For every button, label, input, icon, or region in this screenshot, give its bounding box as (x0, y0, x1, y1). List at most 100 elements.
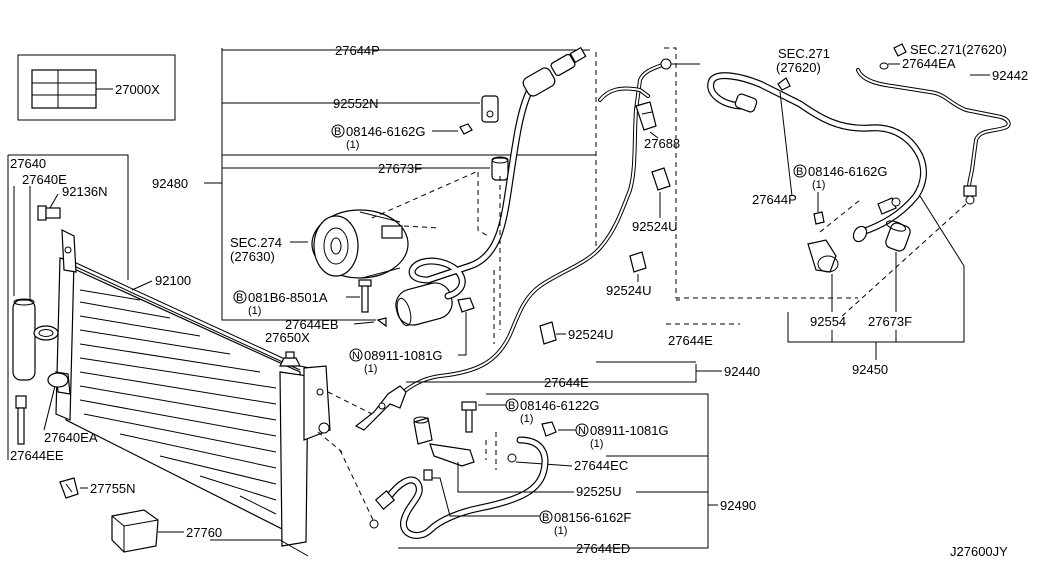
bolt3-code: 08146-6122G (520, 398, 600, 413)
bolt5-code: 08146-6162G (808, 164, 888, 179)
sec271-b-arrow (893, 43, 907, 57)
label-92524U-3: 92524U (568, 327, 614, 342)
bolt-badge-3: B (505, 398, 519, 412)
label-92524U-1: 92524U (632, 219, 678, 234)
group-bracket-92450 (787, 195, 965, 343)
nut1-code: 08911-1081G (364, 348, 443, 363)
label-27644ED: 27644ED (576, 541, 630, 556)
cap-27673F-right (885, 220, 911, 252)
label-plate-box (17, 54, 176, 121)
nut2-code: 08911-1081G (590, 423, 669, 438)
clip-27755N (59, 477, 79, 499)
switch-27760 (111, 509, 159, 553)
bolt-badge-2: B (233, 290, 247, 304)
bolt-4 (423, 469, 433, 481)
block-fitting-1 (354, 385, 407, 431)
clip-92524U-1 (651, 167, 671, 191)
bolt5-qty: (1) (812, 179, 825, 191)
hose-end-cap (852, 225, 868, 243)
bolt-badge-5: B (793, 164, 807, 178)
bolt-1 (459, 123, 473, 135)
bolt-badge-4: B (539, 510, 553, 524)
condenser (47, 229, 331, 547)
liquid-tube-92442 (856, 68, 1011, 192)
label-27673F-top: 27673F (378, 161, 422, 176)
bolt4-qty: (1) (554, 525, 567, 537)
label-27000X: 27000X (115, 82, 160, 97)
label-27673F-right: 27673F (868, 314, 912, 329)
nut-badge-1: N (349, 348, 363, 362)
suction-hose-92450 (707, 72, 927, 236)
svg-text:B: B (542, 512, 549, 524)
clip-92524U-2 (629, 251, 647, 273)
fitting-top-right-1 (660, 58, 700, 70)
label-27640EA: 27640EA (44, 430, 98, 445)
svg-text:B: B (236, 292, 243, 304)
label-27644EB: 27644EB (285, 317, 339, 332)
bolt-3 (461, 401, 477, 433)
hose-fitting-left (734, 93, 758, 113)
label-27650X: 27650X (265, 330, 310, 345)
label-sec274-sub: (27630) (230, 249, 275, 264)
label-27644E-right: 27644E (668, 333, 713, 348)
liquid-line-92440 (378, 62, 666, 410)
label-27644EC: 27644EC (574, 458, 628, 473)
clip-27688 (635, 101, 657, 131)
bolt-2 (358, 279, 372, 313)
label-27640E: 27640E (22, 172, 67, 187)
svg-text:B: B (796, 166, 803, 178)
label-92450: 92450 (852, 362, 888, 377)
nut-badge-2: N (575, 423, 589, 437)
label-27644P-top: 27644P (335, 43, 380, 58)
liquid-tube-fitting (963, 185, 977, 205)
nut1-qty: (1) (364, 363, 377, 375)
pressure-sensor (37, 205, 61, 221)
lower-group-bracket (398, 393, 718, 549)
pipe-fitting-nut1 (457, 297, 475, 313)
bracket-92552N (481, 95, 499, 123)
discharge-fitting (522, 46, 587, 97)
svg-text:B: B (508, 400, 515, 412)
liquid-line-upper (598, 86, 650, 102)
bolt2-qty: (1) (248, 305, 261, 317)
label-92554: 92554 (810, 314, 846, 329)
svg-text:N: N (352, 350, 360, 362)
label-sec271-b: SEC.271(27620) (910, 42, 1007, 57)
suction-muffler (395, 282, 453, 327)
svg-text:B: B (334, 126, 341, 138)
grommet-27650X (279, 351, 301, 367)
label-27644EA: 27644EA (902, 56, 956, 71)
nut2-qty: (1) (590, 438, 603, 450)
diagram-id: J27600JY (950, 544, 1008, 559)
label-92136N: 92136N (62, 184, 108, 199)
seal-27644EC (507, 453, 517, 463)
receiver-drier (12, 298, 36, 381)
bolt-badge-1: B (331, 124, 345, 138)
label-27760: 27760 (186, 525, 222, 540)
drier-clamp (33, 325, 59, 341)
compressor (311, 209, 409, 279)
label-27640: 27640 (10, 156, 46, 171)
label-92552N: 92552N (333, 96, 379, 111)
label-sec274: SEC.274 (230, 235, 282, 250)
label-92525U: 92525U (576, 484, 622, 499)
label-92442: 92442 (992, 68, 1028, 83)
clamp-92554 (807, 239, 839, 273)
bolt2-code: 081B6-8501A (248, 290, 328, 305)
label-27644E-mid: 27644E (544, 375, 589, 390)
label-27644P-right: 27644P (752, 192, 797, 207)
block-fitting-2 (413, 416, 475, 467)
pipe-92490 (384, 436, 549, 539)
label-27644EE: 27644EE (10, 448, 64, 463)
label-27688: 27688 (644, 136, 680, 151)
bolt3-qty: (1) (520, 413, 533, 425)
drier-plug (15, 395, 27, 445)
clip-92524U-3 (539, 321, 557, 345)
bolt-5 (813, 211, 825, 225)
condenser-group-bracket (7, 154, 129, 460)
label-sec271-a: SEC.271 (778, 46, 830, 61)
label-92524U-2: 92524U (606, 283, 652, 298)
label-92490: 92490 (720, 498, 756, 513)
bolt1-code: 08146-6162G (346, 124, 426, 139)
